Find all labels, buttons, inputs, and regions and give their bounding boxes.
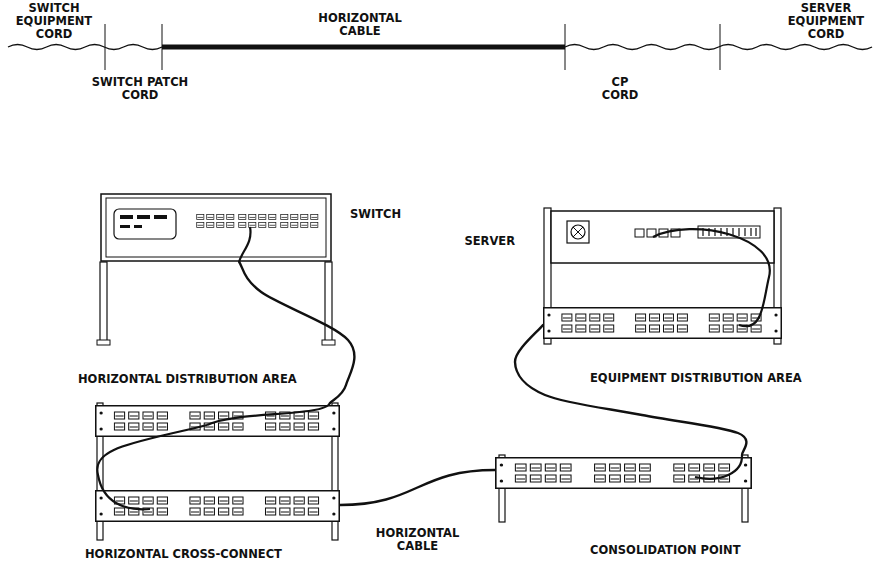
consolidation-point-illustration	[495, 455, 752, 522]
cable-label: SWITCH PATCH CORD	[80, 76, 200, 102]
consolidation-point-panel: CONSOLIDATION POINT	[495, 455, 752, 522]
switch-illustration	[100, 193, 332, 262]
cable-label: HORIZONTAL DISTRIBUTION AREA	[78, 373, 297, 386]
cable	[340, 470, 495, 505]
cord-wave	[8, 45, 162, 50]
cable-label: HORIZONTAL CABLE	[366, 527, 470, 553]
node-label: CONSOLIDATION POINT	[590, 544, 741, 557]
cord-wave	[565, 45, 872, 50]
cable-label: SWITCH EQUIPMENT CORD	[4, 2, 104, 41]
tick-mark	[720, 24, 721, 70]
rack-foot	[322, 340, 335, 345]
cross-connect-rack: HORIZONTAL CROSS-CONNECT	[95, 403, 340, 540]
node-label: HORIZONTAL CROSS-CONNECT	[85, 548, 282, 561]
server-rack-illustration	[543, 207, 782, 345]
rack-rail	[100, 262, 107, 344]
cross-connect-illustration	[95, 403, 340, 540]
tick-mark	[162, 24, 163, 70]
cable-label: HORIZONTAL CABLE	[310, 12, 410, 38]
tick-mark	[565, 24, 566, 70]
cable-label: SERVER EQUIPMENT CORD	[776, 2, 876, 41]
cable-label: EQUIPMENT DISTRIBUTION AREA	[590, 372, 802, 385]
switch-unit: SWITCH	[100, 193, 332, 262]
tick-mark	[105, 24, 106, 70]
cable-label: CP CORD	[597, 76, 643, 102]
horizontal-cable-bar	[162, 45, 565, 50]
rack-rail	[325, 262, 332, 344]
server-rack: SERVER	[543, 207, 782, 345]
rack-foot	[97, 340, 110, 345]
node-label: SWITCH	[350, 208, 401, 221]
node-label: SERVER	[464, 235, 515, 248]
